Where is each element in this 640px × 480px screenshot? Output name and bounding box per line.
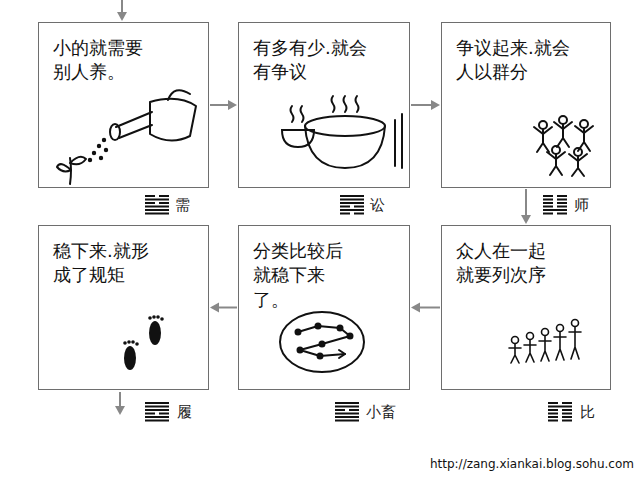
hexagram-name: 讼 (370, 196, 385, 214)
flow-arrow (411, 303, 440, 313)
arrow-line (411, 104, 432, 106)
box-text: 争议起来.就会人以群分 (456, 36, 581, 85)
box-text: 众人在一起就要列次序 (456, 239, 556, 288)
bowls-sketch (282, 96, 402, 168)
footprints-sketch (123, 315, 164, 370)
process-box: 众人在一起就要列次序 (441, 225, 611, 390)
arrow-head (431, 100, 440, 110)
arrow-line (210, 104, 229, 106)
hexagram-symbol (335, 403, 359, 421)
process-box: 小的就需要别人养。 (38, 22, 209, 188)
arrow-line (525, 189, 527, 216)
flow-arrow (411, 100, 440, 110)
arrow-head (521, 215, 531, 224)
sorting-circle-sketch (280, 312, 364, 372)
hexagram-name: 小畜 (366, 403, 396, 421)
arrow-head (210, 303, 219, 313)
people-group-sketch (534, 116, 593, 176)
hexagram-name: 师 (574, 196, 589, 214)
hexagram-name: 需 (175, 196, 190, 214)
hexagram-symbol (145, 196, 169, 214)
hexagram-symbol (340, 196, 364, 214)
hexagram-symbol (543, 196, 567, 214)
arrow-head (411, 303, 420, 313)
box-text: 分类比较后就稳下来了。 (253, 239, 358, 312)
hexagram-name: 履 (177, 403, 192, 421)
box-text: 有多有少.就会有争议 (253, 36, 378, 85)
process-box: 争议起来.就会人以群分 (441, 22, 611, 188)
process-box: 稳下来.就形成了规矩 (38, 225, 209, 390)
box-text: 稳下来.就形成了规矩 (53, 239, 153, 288)
watermark: http://zang.xiankai.blog.sohu.com (428, 457, 636, 471)
exit-arrow (115, 392, 125, 415)
process-box: 有多有少.就会有争议 (238, 22, 410, 188)
flow-arrow (521, 189, 531, 224)
arrow-line (419, 307, 440, 309)
box-text: 小的就需要别人养。 (53, 36, 153, 85)
flow-arrow (210, 100, 237, 110)
arrow-line (218, 307, 237, 309)
arrow-head (228, 100, 237, 110)
watering-can-sketch (57, 90, 196, 184)
queue-sketch (509, 320, 581, 364)
hexagram-name: 比 (580, 403, 595, 421)
hexagram-symbol (548, 403, 572, 421)
entry-arrow (117, 0, 127, 21)
process-box: 分类比较后就稳下来了。 (238, 225, 410, 390)
hexagram-symbol (145, 403, 169, 421)
flow-arrow (210, 303, 237, 313)
